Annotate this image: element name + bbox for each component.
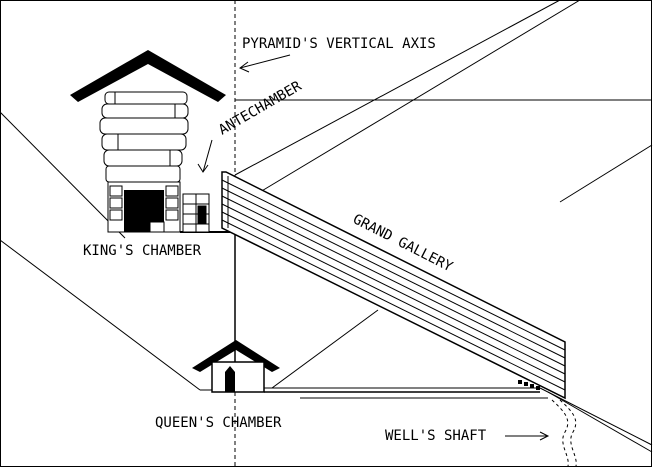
air-shaft-line bbox=[559, 144, 653, 203]
antechamber bbox=[182, 193, 210, 233]
queens-chamber-label: QUEEN'S CHAMBER bbox=[155, 415, 282, 431]
queens-chamber bbox=[192, 340, 280, 393]
air-shaft-line bbox=[234, 0, 561, 176]
air-shaft-line bbox=[254, 0, 581, 196]
frame-border bbox=[0, 0, 652, 467]
antechamber-arrow bbox=[197, 139, 213, 173]
pyramid-face-line bbox=[0, 111, 126, 239]
shaft-line bbox=[271, 309, 379, 389]
kings-chamber bbox=[107, 181, 181, 233]
antechamber-label: ANTECHAMBER bbox=[216, 78, 305, 138]
ascending-passage-line bbox=[539, 387, 653, 446]
wells-shaft-path bbox=[551, 399, 569, 467]
wells-shaft-arrow bbox=[505, 431, 550, 441]
wells-shaft-label: WELL'S SHAFT bbox=[385, 428, 487, 444]
vertical-axis-label: PYRAMID'S VERTICAL AXIS bbox=[242, 36, 436, 52]
gallery-steps bbox=[518, 380, 540, 390]
ascending-passage-line bbox=[547, 391, 653, 453]
wells-shaft-path bbox=[559, 399, 577, 467]
relieving-chambers bbox=[99, 91, 189, 183]
grand-gallery bbox=[221, 171, 566, 400]
kings-chamber-gable-roof bbox=[70, 50, 226, 102]
vertical-axis-arrow bbox=[239, 54, 291, 73]
pyramid-face-line bbox=[0, 239, 201, 391]
kings-chamber-label: KING'S CHAMBER bbox=[83, 243, 202, 259]
